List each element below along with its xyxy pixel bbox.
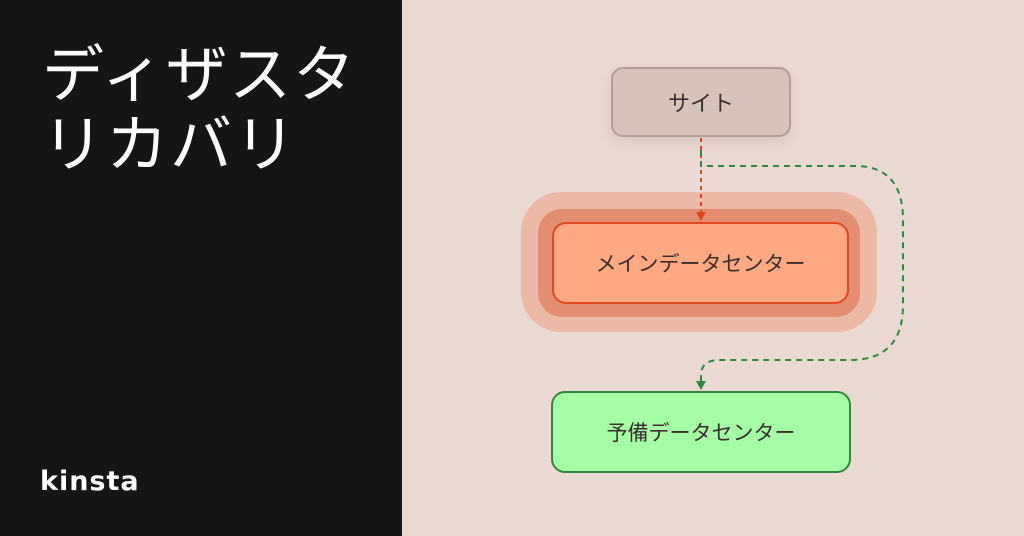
left-panel: ディザスタ リカバリ kinsta (0, 0, 402, 536)
site-node-label: サイト (667, 92, 734, 117)
backup-datacenter-node: 予備データセンター (551, 391, 851, 473)
kinsta-logo: kinsta (40, 466, 140, 497)
main-datacenter-node: メインデータセンター (552, 222, 849, 304)
primary-arrow-head (696, 212, 706, 221)
title-line-2: リカバリ (42, 108, 299, 181)
title-line-1: ディザスタ (42, 38, 358, 111)
page-title: ディザスタ リカバリ (42, 40, 357, 180)
failover-arrow-head (696, 381, 706, 390)
failover-arrow (700, 150, 904, 382)
backup-datacenter-label: 予備データセンター (606, 421, 796, 445)
site-node: サイト (611, 67, 791, 137)
main-datacenter-label: メインデータセンター (595, 252, 806, 276)
